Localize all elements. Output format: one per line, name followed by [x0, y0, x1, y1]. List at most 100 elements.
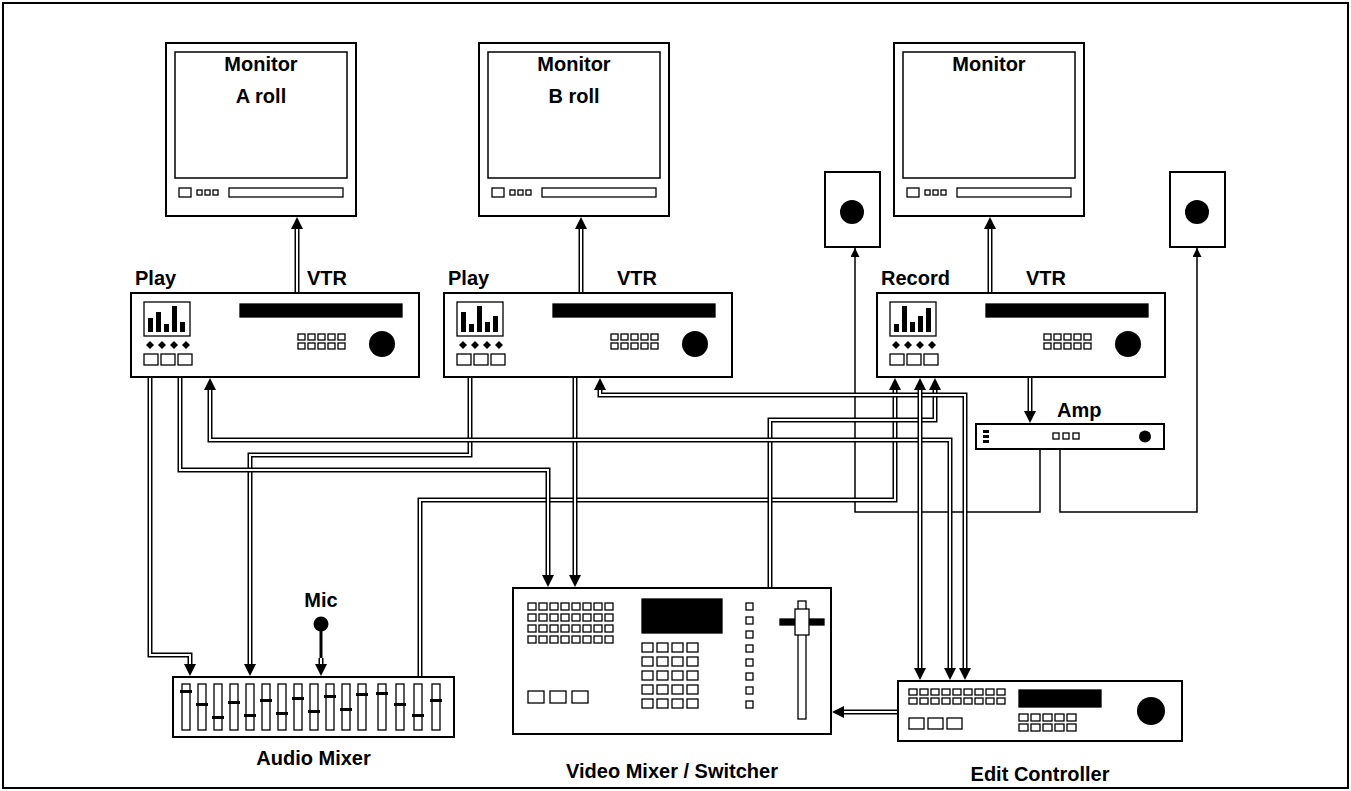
device-label: Video Mixer / Switcher: [566, 760, 778, 782]
fader-knob: [340, 708, 352, 711]
tape-slot: [986, 304, 1148, 317]
key: [1054, 334, 1061, 340]
label-holder: Amp: [1057, 398, 1101, 422]
key: [672, 685, 683, 694]
label-holder: Monitor: [895, 52, 1083, 76]
device-label: Mic: [304, 589, 337, 611]
cable-outline: [844, 710, 897, 715]
meter-bar: [902, 306, 907, 332]
indicator: [170, 341, 178, 349]
video-switcher: Video Mixer / Switcher: [512, 587, 832, 735]
key: [942, 689, 950, 695]
label-holder: VTR: [307, 266, 347, 290]
jog-wheel: [682, 331, 708, 357]
screen: [175, 52, 347, 178]
key: [920, 698, 928, 704]
key: [975, 698, 983, 704]
cable-outline: [573, 378, 578, 575]
microphone: Mic: [300, 588, 342, 658]
label-holder: A roll: [167, 84, 355, 108]
cable-outline: [180, 378, 548, 575]
fader-slot: [214, 684, 222, 730]
label-holder: VTR: [617, 266, 657, 290]
key: [687, 685, 698, 694]
vtr-deck: RecordVTR: [876, 292, 1166, 378]
device-drawing: [174, 678, 453, 736]
key: [611, 334, 618, 340]
label-holder: Edit Controller: [839, 762, 1241, 786]
fader-knob: [430, 699, 442, 702]
cable-core: [210, 390, 950, 668]
key: [561, 636, 569, 643]
cable-core: [296, 229, 298, 292]
key: [746, 645, 753, 652]
signal-cable: [575, 378, 576, 575]
key: [672, 657, 683, 666]
signal-cable: [844, 712, 897, 713]
key: [931, 698, 939, 704]
monitor: Monitor: [893, 42, 1085, 217]
key: [631, 343, 638, 349]
key: [621, 334, 628, 340]
meter-bar: [894, 324, 899, 332]
signal-cable: [990, 229, 991, 292]
key: [641, 343, 648, 349]
device-drawing: [899, 682, 1181, 740]
cable-outline: [319, 658, 324, 664]
device-drawing: [977, 425, 1163, 448]
key: [298, 334, 305, 340]
device-label: B roll: [548, 85, 599, 107]
key: [318, 343, 325, 349]
control-button: [925, 190, 930, 195]
transport-button: [924, 354, 938, 365]
signal-cable: [210, 390, 950, 668]
signal-cable: [180, 378, 548, 575]
key: [909, 698, 917, 704]
control-button: [518, 190, 523, 195]
fader-slot: [326, 684, 334, 730]
key: [997, 698, 1005, 704]
key: [1043, 714, 1052, 721]
mic-stand: [320, 630, 323, 658]
key: [687, 657, 698, 666]
device-drawing: [514, 589, 830, 733]
fader-slot: [396, 684, 404, 730]
key: [561, 614, 569, 621]
meter-bar: [918, 316, 923, 332]
key: [572, 614, 580, 621]
control-button: [572, 691, 588, 703]
key: [631, 334, 638, 340]
control-button: [1073, 433, 1079, 439]
key: [298, 343, 305, 349]
cable-core: [989, 229, 991, 292]
transport-button: [457, 354, 471, 365]
level-meter: [457, 302, 503, 336]
device-label: A roll: [236, 85, 286, 107]
key: [583, 614, 591, 621]
key: [687, 699, 698, 708]
key: [550, 636, 558, 643]
indicator: [459, 341, 467, 349]
cable-outline: [150, 378, 190, 664]
key: [1067, 714, 1076, 721]
key: [611, 343, 618, 349]
transport-button: [178, 354, 192, 365]
key: [642, 643, 653, 652]
label-holder: Video Mixer / Switcher: [454, 759, 890, 783]
key: [539, 625, 547, 632]
transport-button: [474, 354, 488, 365]
cable-core: [150, 378, 190, 664]
fader-knob: [412, 714, 424, 717]
frame: [3, 3, 1348, 788]
transport-button: [161, 354, 175, 365]
key: [642, 699, 653, 708]
key: [986, 698, 994, 704]
key: [1055, 714, 1064, 721]
key: [651, 334, 658, 340]
key: [642, 685, 653, 694]
key: [539, 603, 547, 610]
transport-button: [144, 354, 158, 365]
control-button: [528, 691, 544, 703]
meter-bar: [910, 322, 915, 332]
speaker-wire: [1060, 248, 1197, 512]
